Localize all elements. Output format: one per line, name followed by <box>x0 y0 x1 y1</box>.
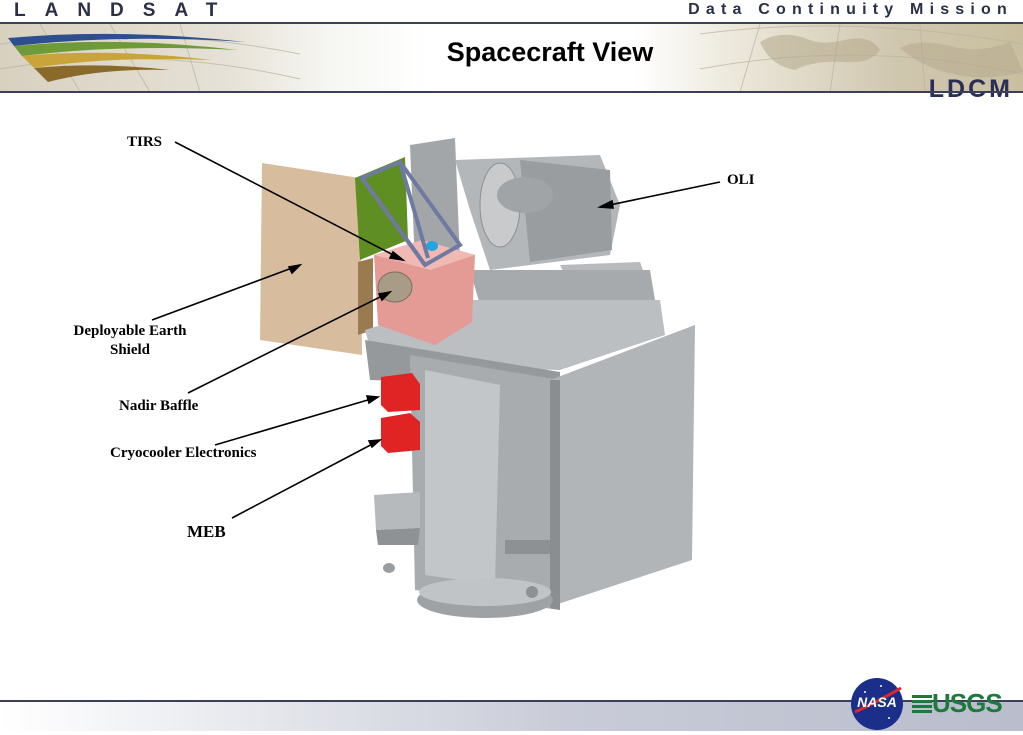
label-deployable-earth-shield-line1: Deployable Earth <box>73 323 187 339</box>
shield-hinge <box>358 258 373 335</box>
nasa-logo <box>851 678 903 730</box>
label-oli: OLI <box>727 172 755 188</box>
nasa-logo-text: NASA <box>857 694 897 710</box>
label-nadir-baffle: Nadir Baffle <box>119 398 199 414</box>
usgs-logo: USGS <box>912 688 1003 719</box>
deployable-earth-shield <box>260 163 362 355</box>
oli-instrument <box>410 138 655 310</box>
header-rule <box>0 22 1023 24</box>
label-meb: MEB <box>187 522 226 541</box>
header-banner <box>0 24 1023 92</box>
landsat-wordmark: LANDSAT <box>14 0 237 21</box>
page-title: Spacecraft View <box>446 37 654 67</box>
nasa-swoosh-icon <box>854 685 902 719</box>
banner-rule <box>0 91 1023 93</box>
label-tirs: TIRS <box>127 134 163 150</box>
banner-graphic <box>0 24 1023 92</box>
usgs-wave-icon <box>912 695 932 713</box>
footer-rule <box>0 700 1023 702</box>
mission-wordmark: Data Continuity Mission <box>688 1 1013 18</box>
label-deployable-earth-shield-line2: Shield <box>109 342 151 358</box>
meb-box <box>374 492 420 545</box>
label-cryocooler-electronics: Cryocooler Electronics <box>110 445 257 461</box>
usgs-logo-text: USGS <box>932 688 1003 718</box>
top-bar: LANDSAT Data Continuity Mission <box>0 0 1023 22</box>
ldcm-logo: LDCM <box>928 75 1013 103</box>
tirs-instrument <box>358 159 475 345</box>
spacecraft-bus <box>383 325 695 618</box>
leader-lines <box>151 141 721 519</box>
cryocooler-electronics <box>381 373 420 453</box>
green-panel <box>355 157 408 260</box>
label-deployable-earth-shield: Deployable Earth Shield <box>60 322 200 360</box>
